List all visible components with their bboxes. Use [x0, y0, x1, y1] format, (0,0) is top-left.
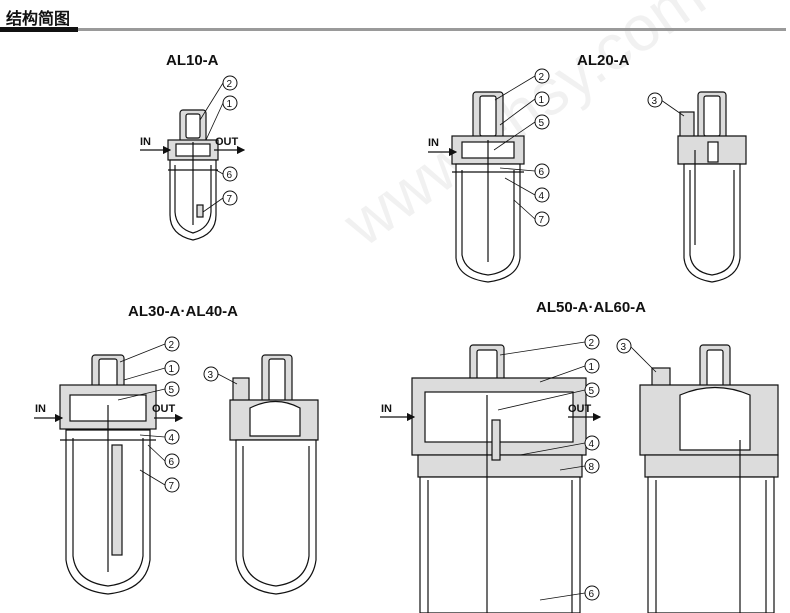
flow-out-label-al50: OUT [568, 403, 592, 415]
model-title-al20: AL20-A [577, 52, 630, 69]
callout-number: 5 [589, 386, 595, 397]
callouts-al30: 2 1 5 4 6 7 [164, 336, 180, 493]
callout-number: 1 [539, 95, 545, 106]
callout-number: 4 [589, 439, 595, 450]
callout-number: 2 [169, 340, 175, 351]
model-title-al10: AL10-A [166, 52, 219, 69]
flow-in-label-al10: IN [140, 136, 151, 148]
flow-in-label-al30: IN [35, 403, 46, 415]
drawing-al10 [167, 109, 219, 241]
leaders-al50 [497, 341, 586, 601]
callout-number: 6 [539, 167, 545, 178]
flow-out-label-al30: OUT [152, 403, 176, 415]
callout-number: 4 [539, 191, 545, 202]
drawing-al20-side [677, 91, 747, 283]
drawing-al20-section [451, 91, 525, 283]
model-title-al30-al40: AL30-A·AL40-A [128, 303, 239, 320]
flow-in-label-al20: IN [428, 137, 439, 149]
callouts-al50: 2 1 5 4 8 6 [584, 334, 600, 601]
callout-al20-side: 3 [647, 92, 663, 108]
callout-number: 4 [169, 433, 175, 444]
drawing-al50-al60-side [639, 344, 779, 613]
model-title-al50-al60: AL50-A·AL60-A [536, 299, 647, 316]
title-rule-gray [78, 28, 786, 31]
callout-number: 1 [589, 362, 595, 373]
callout-number: 3 [652, 96, 658, 107]
callout-number: 7 [227, 194, 233, 205]
callout-number: 1 [227, 99, 233, 110]
callout-number: 2 [227, 79, 233, 90]
drawing-al50-al60-section [411, 344, 587, 613]
flow-out-label-al10: OUT [215, 136, 239, 148]
title-rule-dark [0, 27, 78, 32]
callout-al30-side: 3 [203, 366, 219, 382]
callout-number: 6 [227, 170, 233, 181]
callout-number: 1 [169, 364, 175, 375]
callout-number: 3 [621, 342, 627, 353]
callouts-al10: 2 1 6 7 [222, 75, 238, 206]
callout-number: 5 [169, 385, 175, 396]
callout-number: 3 [208, 370, 214, 381]
callout-number: 2 [589, 338, 595, 349]
callout-number: 8 [589, 462, 595, 473]
callout-al50-side: 3 [616, 338, 632, 354]
leaders-al30 [117, 343, 166, 486]
leaders-al10 [199, 82, 224, 213]
callout-number: 6 [169, 457, 175, 468]
callout-number: 2 [539, 72, 545, 83]
callout-number: 6 [589, 589, 595, 600]
callout-number: 7 [169, 481, 175, 492]
drawing-al30-al40-section [59, 354, 157, 595]
flow-in-label-al50: IN [381, 403, 392, 415]
callout-number: 7 [539, 215, 545, 226]
drawing-al30-al40-side [229, 354, 319, 595]
callout-number: 5 [539, 118, 545, 129]
section-title: 结构简图 [6, 9, 71, 28]
callouts-al20: 2 1 5 6 4 7 [534, 68, 550, 227]
leaders-al20 [493, 75, 536, 220]
